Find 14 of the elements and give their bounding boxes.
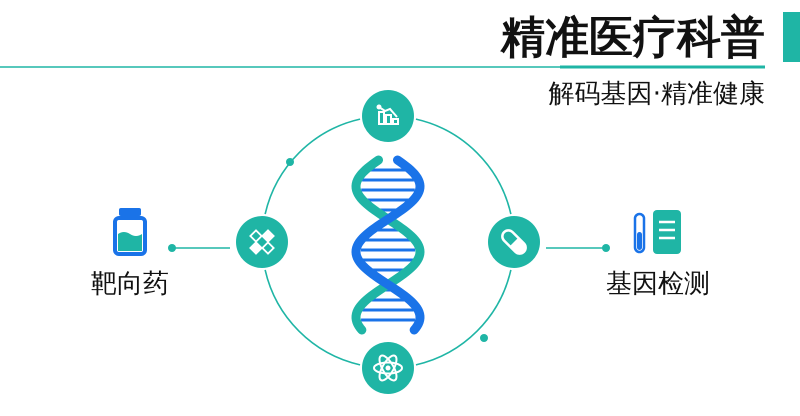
ring-arc (264, 118, 360, 214)
subtitle: 解码基因·精准健康 (548, 78, 765, 111)
icon-circle (362, 342, 414, 394)
ring-arc (264, 270, 360, 366)
icon-circle (488, 216, 540, 268)
connector-line (168, 244, 230, 252)
node-label: 靶向药 (90, 268, 170, 301)
ring-arc (416, 270, 512, 366)
icon-circle (236, 216, 288, 268)
title: 精准医疗科普 (501, 11, 765, 65)
icon-circle (362, 90, 414, 142)
node-label: 基因检测 (606, 268, 710, 301)
ring-arc (416, 118, 512, 214)
connector-line (546, 244, 610, 252)
